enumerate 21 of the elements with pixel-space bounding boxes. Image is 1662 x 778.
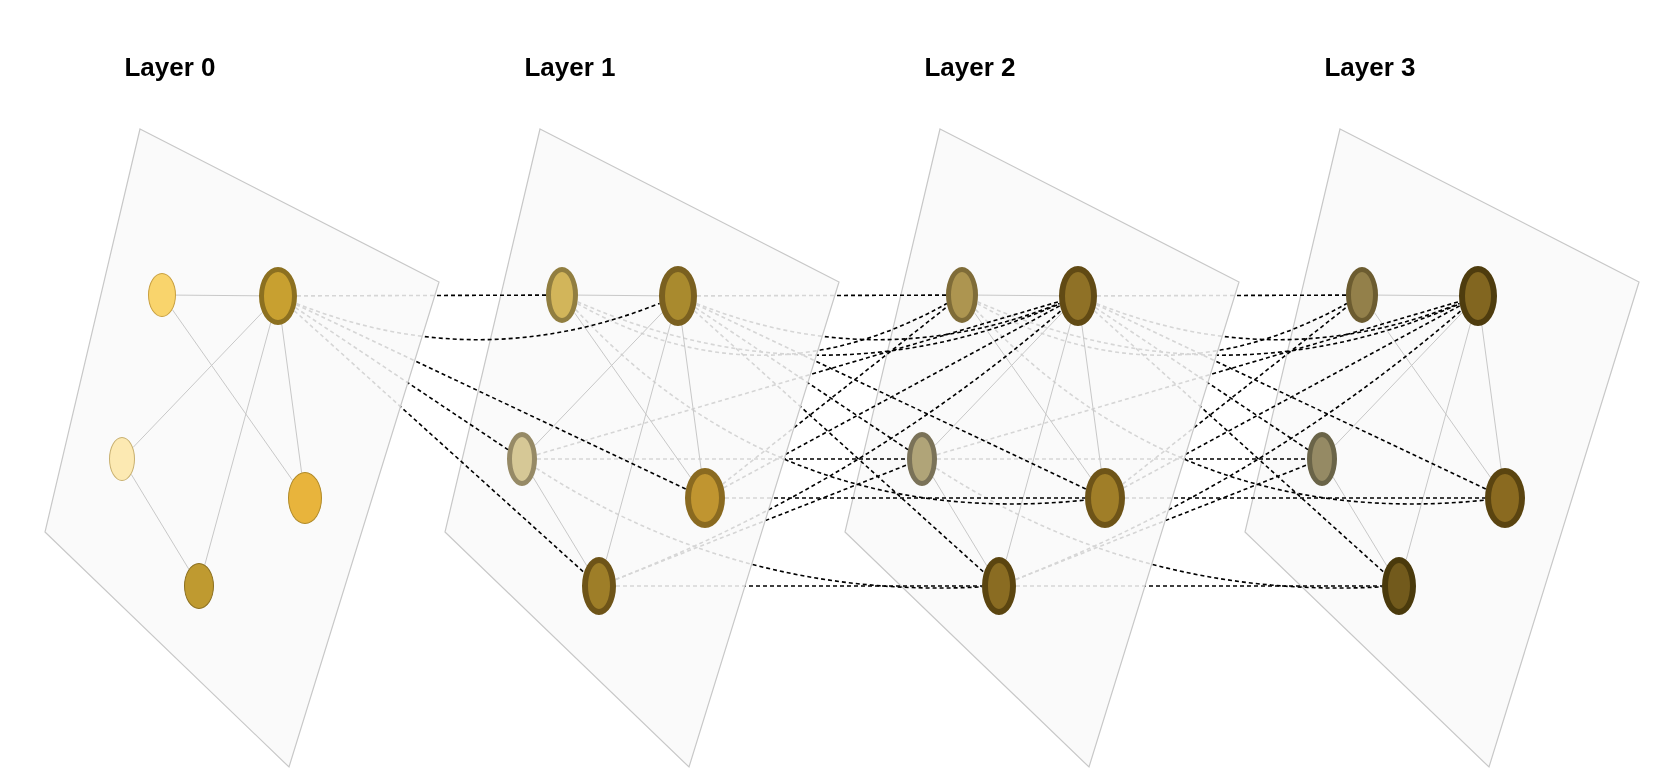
connector-line xyxy=(577,294,660,297)
connector-line xyxy=(1005,323,1071,561)
connector-line xyxy=(534,312,663,446)
connector-line xyxy=(1405,323,1471,561)
connector-line xyxy=(171,309,293,481)
connector-line xyxy=(281,323,303,473)
layer-heading: Layer 2 xyxy=(923,52,1017,83)
connector-line xyxy=(1481,324,1502,470)
connector-line xyxy=(1377,294,1460,297)
connector-line xyxy=(132,311,263,448)
connector-line xyxy=(204,322,272,566)
connector-line xyxy=(1334,312,1463,446)
layer-heading: Layer 1 xyxy=(523,52,617,83)
connector-line xyxy=(605,323,671,561)
connector-line xyxy=(175,294,260,297)
connector-line xyxy=(681,324,702,470)
connector-line xyxy=(977,294,1060,297)
layer-heading: Layer 3 xyxy=(1323,52,1417,83)
connector-line xyxy=(1081,324,1102,470)
connector-line xyxy=(934,312,1063,446)
layer-heading: Layer 0 xyxy=(123,52,217,83)
